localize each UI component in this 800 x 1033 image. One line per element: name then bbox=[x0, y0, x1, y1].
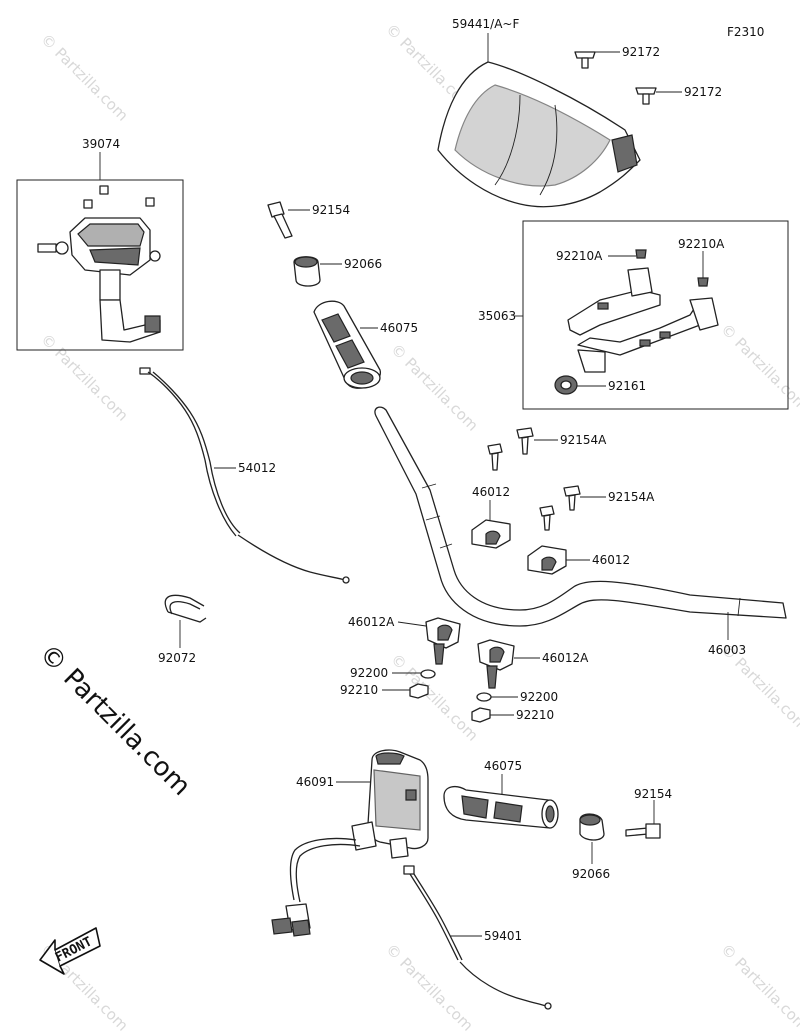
label-46012-left: 46012 bbox=[472, 485, 510, 499]
collar-92210a-left[interactable] bbox=[635, 249, 647, 259]
switch-46091[interactable] bbox=[271, 749, 429, 937]
weight-92066-bottom[interactable] bbox=[579, 813, 605, 841]
label-46091: 46091 bbox=[296, 775, 334, 789]
label-59401: 59401 bbox=[484, 929, 522, 943]
bolt-92172-b[interactable] bbox=[635, 87, 657, 105]
label-54012: 54012 bbox=[238, 461, 276, 475]
bolt-92154-bottom[interactable] bbox=[625, 823, 661, 839]
holder-46012a-left[interactable] bbox=[425, 617, 461, 665]
nut-92161[interactable] bbox=[554, 375, 578, 395]
label-46012-right: 46012 bbox=[592, 553, 630, 567]
master-cylinder-box bbox=[16, 179, 184, 351]
label-92154a-top: 92154A bbox=[560, 433, 607, 447]
figure-code: F2310 bbox=[727, 25, 764, 39]
label-39074: 39074 bbox=[82, 137, 120, 151]
label-92210-right: 92210 bbox=[516, 708, 554, 722]
holder-46012-left[interactable] bbox=[471, 519, 511, 549]
nut-92210-right[interactable] bbox=[471, 707, 491, 723]
clamp-92072[interactable] bbox=[164, 594, 207, 623]
label-92200-right: 92200 bbox=[520, 690, 558, 704]
label-92200-left: 92200 bbox=[350, 666, 388, 680]
label-92066-top: 92066 bbox=[344, 257, 382, 271]
label-59441: 59441/A~F bbox=[452, 17, 519, 31]
bracket-35063[interactable] bbox=[567, 267, 719, 373]
watermark-4: © Partzilla.com bbox=[387, 340, 482, 435]
label-46003: 46003 bbox=[708, 643, 746, 657]
label-46075-top: 46075 bbox=[380, 321, 418, 335]
watermark-1: © Partzilla.com bbox=[37, 30, 132, 125]
weight-92066-top[interactable] bbox=[293, 256, 321, 287]
nut-92210-left[interactable] bbox=[409, 683, 429, 699]
label-46075-bottom: 46075 bbox=[484, 759, 522, 773]
cable-59401[interactable] bbox=[403, 865, 552, 1010]
holder-46012-right[interactable] bbox=[527, 545, 567, 575]
label-92066-bottom: 92066 bbox=[572, 867, 610, 881]
label-92154-bottom: 92154 bbox=[634, 787, 672, 801]
windshield-59441[interactable] bbox=[437, 61, 641, 208]
collar-92210a-right[interactable] bbox=[697, 277, 709, 287]
label-92161: 92161 bbox=[608, 379, 646, 393]
watermark-5: © Partzilla.com bbox=[37, 330, 132, 425]
handlebar-46003[interactable] bbox=[374, 406, 787, 627]
washer-92200-right[interactable] bbox=[476, 692, 492, 702]
bolt-92154-top[interactable] bbox=[267, 201, 293, 239]
master-cylinder-39074[interactable] bbox=[37, 185, 161, 343]
bolt-92172-a[interactable] bbox=[574, 51, 596, 69]
label-46012a-right: 46012A bbox=[542, 651, 589, 665]
bolt-92154a-mid[interactable] bbox=[539, 485, 581, 531]
holder-46012a-right[interactable] bbox=[477, 639, 515, 689]
bolt-92154a-top[interactable] bbox=[487, 427, 534, 471]
label-92154a-mid: 92154A bbox=[608, 490, 655, 504]
label-35063: 35063 bbox=[478, 309, 516, 323]
label-92210a-left: 92210A bbox=[556, 249, 603, 263]
label-92210-left: 92210 bbox=[340, 683, 378, 697]
label-92072: 92072 bbox=[158, 651, 196, 665]
label-92172-b: 92172 bbox=[684, 85, 722, 99]
label-46012a-left: 46012A bbox=[348, 615, 395, 629]
bracket-box bbox=[522, 220, 789, 410]
watermark-7: © Partzilla.com bbox=[387, 650, 482, 745]
watermark-8: © Partzilla.com bbox=[382, 940, 477, 1033]
label-92210a-right: 92210A bbox=[678, 237, 725, 251]
washer-92200-left[interactable] bbox=[420, 669, 436, 679]
cable-54012[interactable] bbox=[139, 367, 350, 584]
grip-46075-top[interactable] bbox=[313, 300, 381, 389]
grip-46075-bottom[interactable] bbox=[443, 785, 559, 829]
watermark-9: © Partzilla.com bbox=[717, 940, 800, 1033]
label-92172-a: 92172 bbox=[622, 45, 660, 59]
label-92154-top: 92154 bbox=[312, 203, 350, 217]
